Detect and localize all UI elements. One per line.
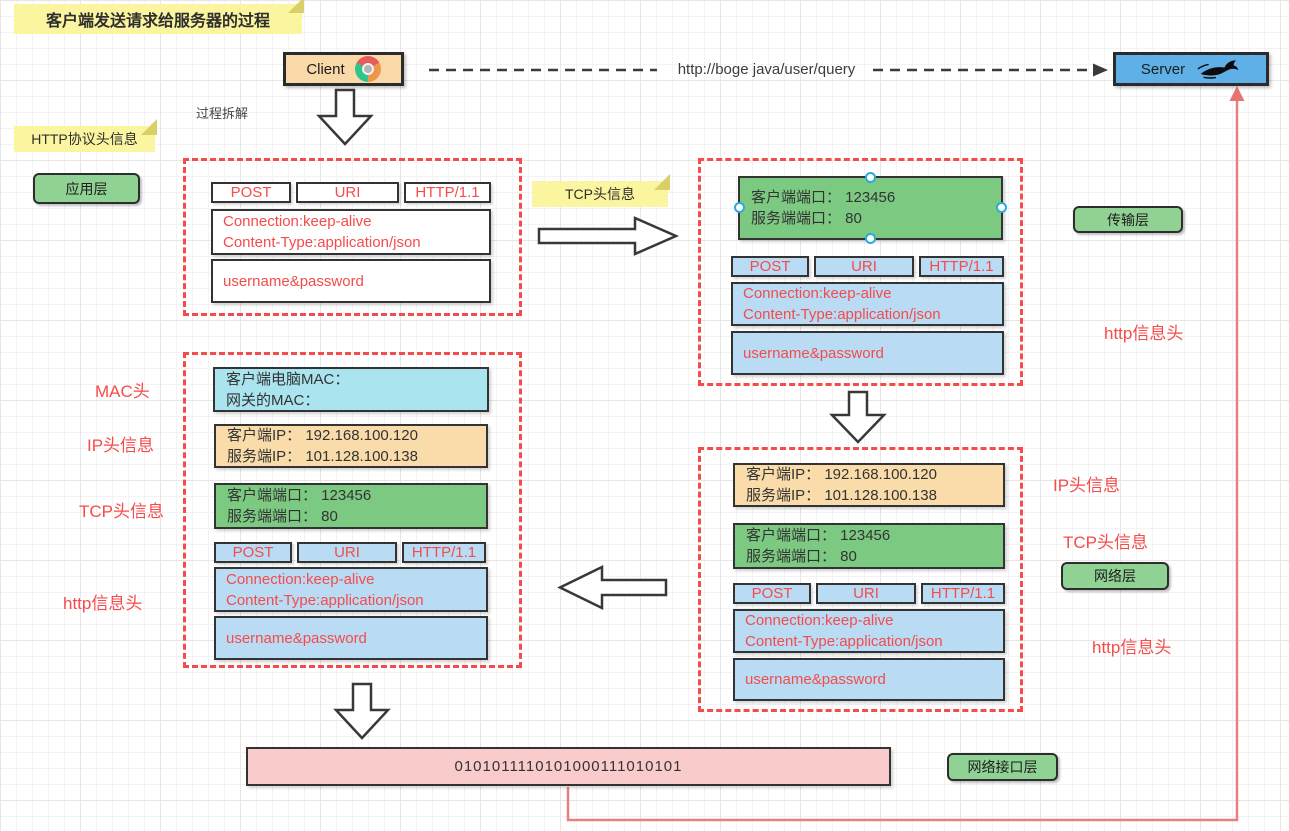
http-uri-cell[interactable]: URI [296, 182, 399, 203]
http-headers-box[interactable]: Connection:keep-alive Content-Type:appli… [733, 609, 1005, 653]
http-uri-cell[interactable]: URI [814, 256, 914, 277]
side-label-tcp-right[interactable]: TCP头信息 [1063, 533, 1148, 552]
selection-handle-right[interactable] [996, 202, 1007, 213]
http-request-line: POST URI HTTP/1.1 [214, 542, 486, 563]
side-label-http-right-bottom[interactable]: http信息头 [1092, 638, 1172, 657]
layer-badge-transport[interactable]: 传输层 [1073, 206, 1183, 233]
tcp-ports-box[interactable]: 客户端端口： 123456 服务端端口： 80 [734, 172, 1007, 244]
tcp-header-note[interactable]: TCP头信息 [532, 174, 670, 207]
side-label-tcp-left[interactable]: TCP头信息 [79, 502, 164, 521]
selection-handle-top[interactable] [864, 172, 876, 183]
http-body-box[interactable]: username&password [214, 616, 488, 660]
arrow-right-to-transport[interactable] [537, 216, 680, 256]
connector-arrowhead-icon [1093, 63, 1108, 77]
http-method-cell[interactable]: POST [214, 542, 292, 563]
side-label-ip-left[interactable]: IP头信息 [87, 436, 155, 455]
ip-addresses-box[interactable]: 客户端IP： 192.168.100.120 服务端IP： 101.128.10… [733, 463, 1005, 507]
side-label-http-right-top[interactable]: http信息头 [1104, 324, 1184, 343]
http-version-cell[interactable]: HTTP/1.1 [919, 256, 1004, 277]
arrow-down-from-client[interactable] [316, 88, 374, 146]
http-method-cell[interactable]: POST [733, 583, 811, 604]
tomcat-cat-icon [1197, 60, 1239, 79]
side-label-http-left[interactable]: http信息头 [63, 594, 143, 613]
chrome-browser-icon [354, 56, 381, 82]
return-arrowhead-icon [1229, 86, 1245, 101]
http-headers-box[interactable]: Connection:keep-alive Content-Type:appli… [731, 282, 1004, 326]
packet-box-http[interactable]: POST URI HTTP/1.1 Connection:keep-alive … [183, 158, 522, 316]
tcp-ports-box[interactable]: 客户端端口： 123456 服务端端口： 80 [214, 483, 488, 529]
binary-stream-bar[interactable]: 0101011110101000111010101 [246, 747, 891, 786]
tcp-ports-box[interactable]: 客户端端口： 123456 服务端端口： 80 [733, 523, 1005, 569]
selection-handle-left[interactable] [734, 202, 745, 213]
http-version-cell[interactable]: HTTP/1.1 [402, 542, 486, 563]
client-node[interactable]: Client [283, 52, 404, 86]
arrow-left-to-link-layer[interactable] [556, 563, 668, 612]
mac-addresses-box[interactable]: 客户端电脑MAC： 网关的MAC： [213, 367, 489, 412]
http-request-line: POST URI HTTP/1.1 [731, 256, 1004, 277]
http-version-cell[interactable]: HTTP/1.1 [921, 583, 1005, 604]
process-decompose-label[interactable]: 过程拆解 [196, 106, 249, 121]
packet-box-mac[interactable]: 客户端电脑MAC： 网关的MAC： 客户端IP： 192.168.100.120… [183, 352, 522, 668]
http-version-cell[interactable]: HTTP/1.1 [404, 182, 491, 203]
client-label: Client [306, 60, 345, 78]
http-uri-cell[interactable]: URI [816, 583, 916, 604]
http-uri-cell[interactable]: URI [297, 542, 397, 563]
packet-box-tcp[interactable]: 客户端端口： 123456 服务端端口： 80 POST URI HTTP/1.… [698, 158, 1023, 386]
layer-badge-network-interface[interactable]: 网络接口层 [947, 753, 1058, 781]
layer-badge-application[interactable]: 应用层 [33, 173, 140, 204]
http-body-box[interactable]: username&password [211, 259, 491, 303]
ip-addresses-box[interactable]: 客户端IP： 192.168.100.120 服务端IP： 101.128.10… [214, 424, 488, 468]
layer-badge-network[interactable]: 网络层 [1061, 562, 1169, 590]
http-method-cell[interactable]: POST [211, 182, 291, 203]
request-dashed-connector[interactable] [429, 63, 1108, 77]
packet-box-ip[interactable]: 客户端IP： 192.168.100.120 服务端IP： 101.128.10… [698, 447, 1023, 712]
http-headers-box[interactable]: Connection:keep-alive Content-Type:appli… [214, 567, 488, 612]
arrow-down-to-network[interactable] [829, 390, 887, 444]
arrow-down-to-binary[interactable] [333, 682, 391, 740]
binary-to-server-connector[interactable] [566, 86, 1245, 822]
side-label-ip-right[interactable]: IP头信息 [1053, 476, 1121, 495]
http-request-line: POST URI HTTP/1.1 [211, 182, 491, 203]
http-method-cell[interactable]: POST [731, 256, 809, 277]
selection-handle-bottom[interactable] [864, 233, 876, 244]
server-node[interactable]: Server [1113, 52, 1269, 86]
diagram-title: 客户端发送请求给服务器的过程 [45, 13, 270, 30]
http-header-note[interactable]: HTTP协议头信息 [14, 119, 157, 152]
http-body-box[interactable]: username&password [731, 331, 1004, 375]
request-url-label[interactable]: http://boge java/user/query [677, 61, 856, 78]
http-body-box[interactable]: username&password [733, 658, 1005, 701]
side-label-mac-left[interactable]: MAC头 [95, 382, 150, 401]
server-label: Server [1140, 60, 1186, 78]
diagram-title-note[interactable]: 客户端发送请求给服务器的过程 [14, 0, 304, 34]
http-request-line: POST URI HTTP/1.1 [733, 583, 1005, 604]
http-headers-box[interactable]: Connection:keep-alive Content-Type:appli… [211, 209, 491, 255]
